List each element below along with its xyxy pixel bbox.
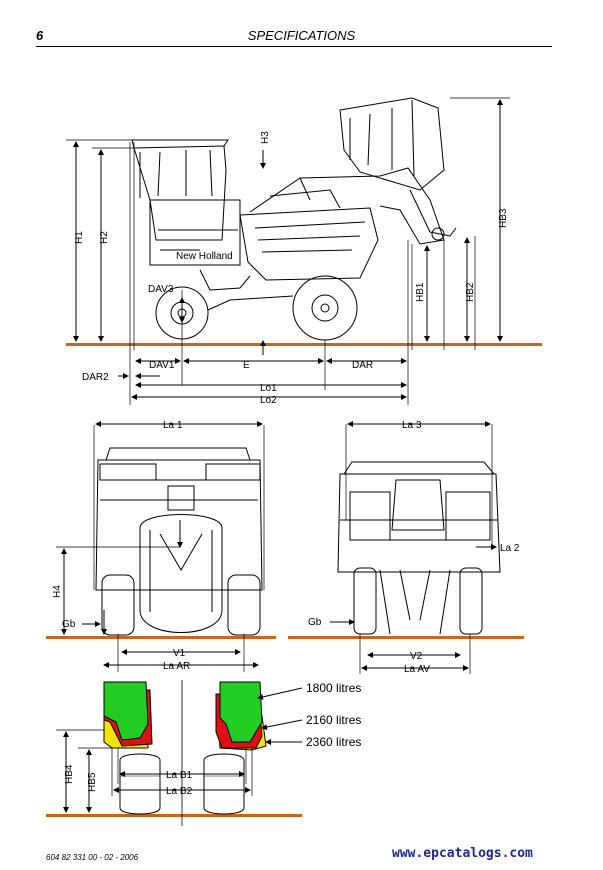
rear-view (46, 421, 276, 672)
header-rule (36, 46, 552, 47)
label-la1: La 1 (163, 420, 183, 431)
brand-text: New Holland (176, 251, 233, 262)
page-number: 6 (36, 28, 44, 43)
label-h1: H1 (74, 231, 85, 244)
ground-line-side (66, 343, 542, 346)
label-hb2: HB2 (465, 282, 476, 302)
label-la-b1: La B1 (166, 770, 193, 781)
label-dav1: DAV1 (149, 360, 175, 371)
label-hb4: HB4 (64, 764, 75, 784)
label-lo1: Lo1 (260, 383, 277, 394)
label-lo2: Lo2 (260, 395, 277, 406)
front-body (337, 473, 501, 573)
label-dar2: DAR2 (82, 372, 109, 383)
label-la-av: La AV (404, 664, 430, 675)
harvester-body (239, 207, 379, 281)
front-view (288, 421, 524, 674)
label-la2: La 2 (500, 543, 520, 554)
label-hb1: HB1 (415, 282, 426, 302)
rear-view-labels: La 1 H4 Gb V1 La AR (52, 420, 190, 672)
document-reference: 604 82 331 00 - 02 - 2006 (46, 853, 139, 862)
watermark: www.epcatalogs.com (392, 846, 533, 861)
label-gb-front: Gb (308, 617, 322, 628)
ground-line-rear (46, 636, 276, 639)
label-gb-rear: Gb (62, 619, 76, 630)
label-hb3: HB3 (498, 208, 509, 228)
hopper-labels: 1800 litres 2160 litres 2360 litres HB4 … (64, 681, 361, 797)
label-e: E (243, 360, 250, 371)
upper-hopper (339, 97, 445, 191)
label-hb5: HB5 (87, 772, 98, 792)
side-view: New Holland (66, 97, 542, 405)
elevator-conveyor (249, 167, 445, 245)
capacity-1800: 1800 litres (306, 681, 361, 695)
hopper-left-1800 (103, 681, 149, 741)
capacity-2360: 2360 litres (306, 735, 361, 749)
label-v1: V1 (173, 648, 186, 659)
hopper-diagram (46, 680, 303, 826)
side-view-labels: H1 H2 H3 HB1 HB2 HB3 DAV1 DAV3 DAR2 E DA… (74, 131, 509, 406)
label-la-ar: La AR (163, 661, 190, 672)
hopper-right-1800 (219, 681, 263, 743)
rear-wheel (292, 275, 358, 341)
label-la3: La 3 (402, 420, 422, 431)
front-view-labels: La 3 La 2 Gb V2 La AV (308, 420, 520, 675)
page-title: SPECIFICATIONS (247, 28, 356, 43)
label-dav3: DAV3 (148, 284, 174, 295)
label-h2: H2 (99, 231, 110, 244)
label-v2: V2 (410, 651, 423, 662)
label-la-b2: La B2 (166, 786, 193, 797)
ground-line-front (288, 636, 524, 639)
label-h4: H4 (52, 585, 63, 598)
label-dar: DAR (352, 360, 373, 371)
ground-line-hopper (46, 814, 302, 817)
label-h3: H3 (260, 131, 271, 144)
capacity-2160: 2160 litres (306, 713, 361, 727)
